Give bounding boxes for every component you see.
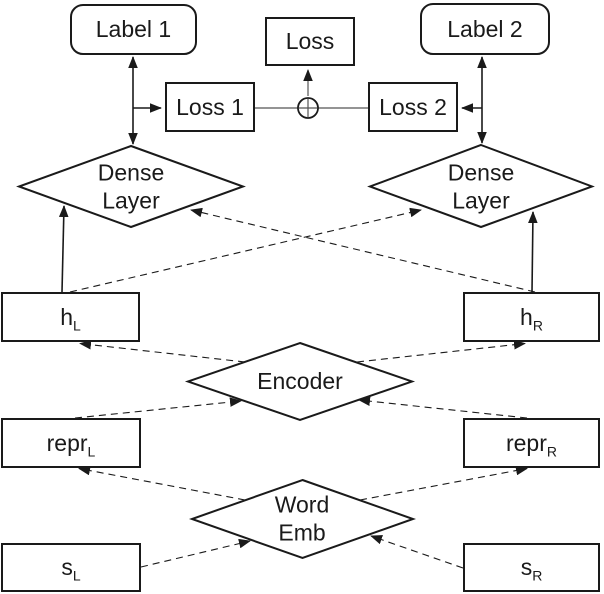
node-repr-right-text: reprR (505, 429, 557, 458)
node-s-right-base: s (520, 554, 533, 580)
edge-hL-to-dense-left (58, 205, 69, 293)
edge-wordemb-to-reprL (78, 465, 246, 501)
node-s-left-text: sL (61, 554, 80, 583)
node-h-right: hR (463, 292, 600, 342)
node-encoder-label: Encoder (257, 368, 343, 396)
dense-left-line2: Layer (102, 187, 160, 213)
node-h-left-sub: L (73, 317, 81, 334)
node-s-right-sub: R (532, 567, 543, 584)
dense-right-line1: Dense (447, 159, 515, 186)
node-dense-layer-right-label: Dense Layer (448, 159, 514, 214)
node-loss-1: Loss 1 (165, 82, 255, 132)
node-word-emb-label: Word Emb (275, 491, 330, 546)
edge-sR-to-wordemb (370, 535, 464, 569)
node-repr-right-base: repr (505, 429, 547, 456)
node-h-right-text: hR (520, 303, 543, 332)
node-label-1-text: Label 1 (95, 16, 172, 42)
dense-left-line1: Dense (97, 159, 165, 186)
circle-plus-icon (297, 97, 319, 119)
node-repr-left-base: repr (46, 429, 88, 456)
node-label-2-text: Label 2 (447, 15, 523, 42)
word-emb-line1: Word (274, 491, 330, 518)
dense-right-line2: Layer (452, 187, 510, 213)
node-label-1: Label 1 (70, 4, 197, 55)
edge-hR-to-dense-right (528, 211, 538, 293)
edge-encoder-to-hL (79, 339, 246, 363)
node-repr-right-sub: R (546, 443, 558, 460)
edge-hL-to-dense-right (69, 207, 422, 293)
node-encoder (184, 341, 416, 422)
edge-wordemb-to-reprR (359, 465, 528, 501)
node-s-right-text: sR (520, 554, 543, 583)
node-s-left-sub: L (72, 567, 81, 584)
node-loss-text: Loss (285, 28, 335, 54)
node-loss-1-text: Loss 1 (176, 93, 244, 120)
node-h-left-text: hL (60, 303, 81, 332)
node-loss-2-text: Loss 2 (379, 93, 447, 120)
node-s-left-base: s (61, 554, 73, 580)
node-repr-left-sub: L (87, 443, 96, 460)
node-repr-right: reprR (463, 418, 600, 468)
node-s-left: sL (1, 543, 141, 592)
node-loss: Loss (265, 17, 355, 66)
edge-encoder-to-hR (356, 339, 526, 363)
node-repr-left-text: reprL (46, 429, 96, 458)
node-dense-layer-left-label: Dense Layer (98, 159, 164, 214)
edge-reprR-to-encoder (358, 396, 528, 419)
node-h-left: hL (1, 292, 140, 342)
node-s-right: sR (463, 543, 600, 592)
node-dense-layer-left (16, 144, 246, 229)
node-loss-2: Loss 2 (368, 82, 458, 132)
node-repr-left: reprL (1, 418, 141, 468)
edge-sL-to-wordemb (140, 538, 251, 568)
node-h-left-base: h (60, 303, 73, 330)
edge-reprL-to-encoder (74, 397, 242, 419)
node-h-right-sub: R (532, 317, 543, 334)
word-emb-line2: Emb (278, 519, 326, 545)
node-word-emb (188, 478, 417, 560)
node-h-right-base: h (520, 303, 533, 330)
node-dense-layer-right (367, 143, 595, 229)
node-label-2: Label 2 (420, 3, 550, 55)
edge-hR-to-dense-left (190, 207, 536, 293)
encoder-text: Encoder (257, 368, 343, 395)
